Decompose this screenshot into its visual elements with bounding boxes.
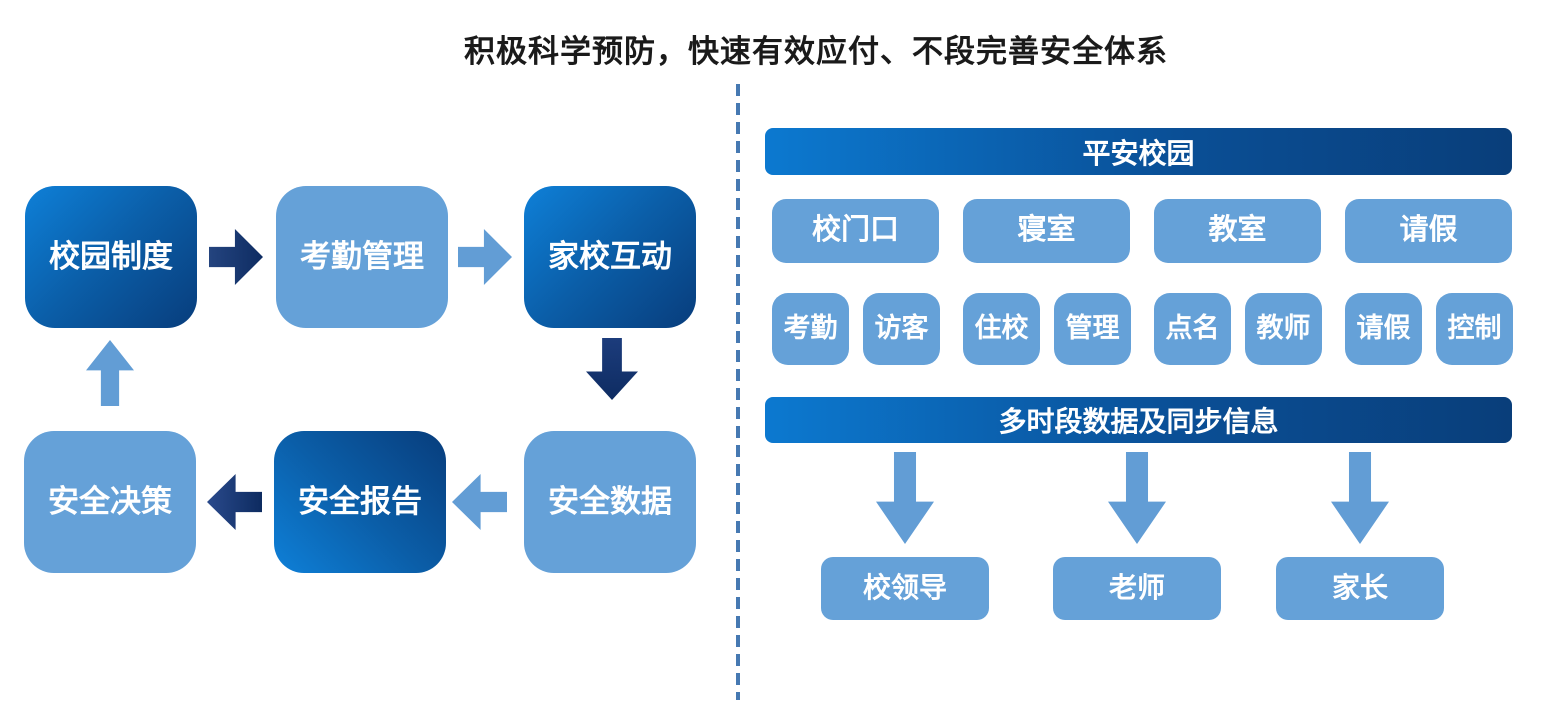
- function-label: 管理: [1065, 313, 1120, 344]
- function-label: 访客: [874, 313, 929, 344]
- flow-node-label: 校园制度: [49, 238, 173, 274]
- recipient-label: 老师: [1108, 572, 1165, 604]
- arrow-down-light-icon: [1108, 452, 1166, 544]
- location-box-dorm: 寝室: [963, 199, 1130, 263]
- data-sync-header-label: 多时段数据及同步信息: [998, 406, 1279, 437]
- arrow-down-dark-icon: [586, 338, 638, 400]
- function-box-leave: 请假: [1345, 293, 1422, 365]
- function-label: 考勤: [783, 313, 838, 344]
- flow-node-label: 家校互动: [548, 238, 672, 274]
- recipient-box-school-leaders: 校领导: [821, 557, 989, 620]
- recipient-label: 家长: [1331, 572, 1388, 604]
- function-box-management: 管理: [1054, 293, 1131, 365]
- function-box-attendance: 考勤: [772, 293, 849, 365]
- function-box-boarding: 住校: [963, 293, 1040, 365]
- function-label: 点名: [1165, 313, 1220, 344]
- flow-node-label: 考勤管理: [300, 238, 424, 274]
- flow-node-safety-data: 安全数据: [524, 431, 696, 573]
- safe-campus-header: 平安校园: [765, 128, 1512, 175]
- arrow-up-light-icon: [86, 340, 134, 406]
- arrow-left-dark-icon: [207, 474, 262, 530]
- function-label: 住校: [974, 313, 1029, 344]
- location-box-classroom: 教室: [1154, 199, 1321, 263]
- location-label: 教室: [1208, 214, 1267, 247]
- function-box-control: 控制: [1436, 293, 1513, 365]
- location-box-leave: 请假: [1345, 199, 1512, 263]
- function-box-visitor: 访客: [863, 293, 940, 365]
- location-label: 校门口: [811, 214, 899, 247]
- function-label: 请假: [1356, 313, 1411, 344]
- recipient-box-parents: 家长: [1276, 557, 1444, 620]
- flow-node-safety-decision: 安全决策: [24, 431, 196, 573]
- flow-node-attendance-mgmt: 考勤管理: [276, 186, 448, 328]
- location-label: 请假: [1399, 214, 1458, 247]
- function-label: 教师: [1256, 313, 1311, 344]
- arrow-down-light-icon: [1331, 452, 1389, 544]
- recipient-box-teacher: 老师: [1053, 557, 1221, 620]
- arrow-right-light-icon: [458, 229, 512, 285]
- recipient-label: 校领导: [862, 572, 947, 604]
- arrow-right-dark-icon: [209, 229, 263, 285]
- safe-campus-header-label: 平安校园: [1082, 137, 1195, 169]
- function-box-rollcall: 点名: [1154, 293, 1231, 365]
- page-title: 积极科学预防，快速有效应付、不段完善安全体系: [464, 34, 1168, 69]
- arrow-left-light-icon: [452, 474, 507, 530]
- arrow-down-light-icon: [876, 452, 934, 544]
- flow-node-label: 安全数据: [548, 483, 672, 519]
- location-box-school-gate: 校门口: [772, 199, 939, 263]
- flow-node-label: 安全报告: [298, 483, 422, 519]
- flow-node-campus-system: 校园制度: [25, 186, 197, 328]
- flow-node-safety-report: 安全报告: [274, 431, 446, 573]
- function-label: 控制: [1447, 313, 1502, 344]
- data-sync-header: 多时段数据及同步信息: [765, 397, 1512, 443]
- function-box-teacher: 教师: [1245, 293, 1322, 365]
- flow-node-label: 安全决策: [48, 483, 172, 519]
- location-label: 寝室: [1017, 214, 1076, 247]
- flow-node-home-school: 家校互动: [524, 186, 696, 328]
- divider-dashed-line: [736, 84, 740, 700]
